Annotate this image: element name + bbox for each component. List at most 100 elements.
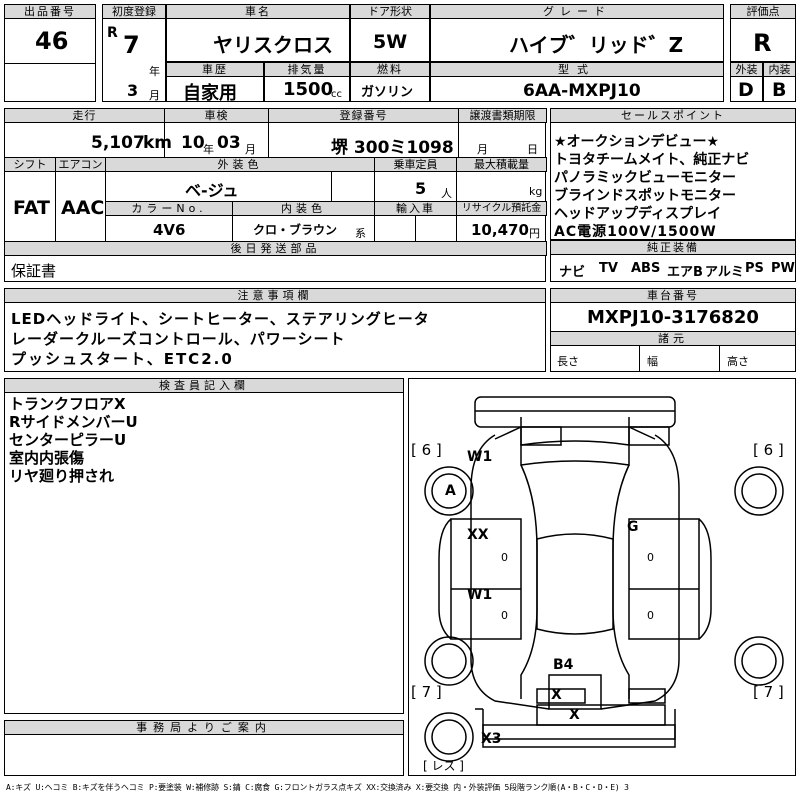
spare-tire: [ レス ] <box>423 759 464 773</box>
notes-line: LEDヘッドライト、シートヒーター、ステアリングヒータ <box>11 310 430 328</box>
damage-mark: W1 <box>467 587 493 603</box>
inspection-year: 10 <box>181 133 205 153</box>
first-reg-era: R <box>107 25 118 41</box>
fuel: ガソリン <box>361 85 414 100</box>
payload-label: 最大積載量 <box>456 157 547 172</box>
notes-line: レーダークルーズコントロール、パワーシート <box>11 330 346 348</box>
lot-number: 46 <box>35 27 69 55</box>
equip-box: 純正装備 ナビ TV ABS エアB アルミ PS PW <box>550 240 796 282</box>
ext-label: 外装 <box>731 63 762 77</box>
seats-unit: 人 <box>441 187 452 200</box>
model-box: 型式 6AA-MXPJ10 <box>430 62 724 102</box>
office-label: 事務局よりご案内 <box>5 721 403 735</box>
car-name: ヤリスクロス <box>213 33 333 57</box>
damage-mark: 0 <box>501 609 508 622</box>
equip-item: エアB <box>667 265 703 280</box>
lot-label: 出品番号 <box>5 5 95 19</box>
inspector-box: 検査員記入欄 トランクフロアX RサイドメンバーU センターピラーU 室内内張傷… <box>4 378 404 714</box>
mileage: 5,107 <box>91 133 145 153</box>
notes-line: プッシュスタート、ETC2.0 <box>11 350 234 368</box>
transfer-month-unit: 月 <box>477 143 488 156</box>
sales-line: トヨタチームメイト、純正ナビ <box>554 152 750 168</box>
history-label: 車歴 <box>167 63 263 77</box>
office-box: 事務局よりご案内 <box>4 720 404 776</box>
inspector-line: RサイドメンバーU <box>9 413 138 431</box>
sales-label: セールスポイント <box>551 109 795 123</box>
equip-item: ABS <box>631 261 661 276</box>
equip-item: TV <box>599 261 618 276</box>
chassis-box: 車台番号 MXPJ10-3176820 諸元 長さ 幅 高さ <box>550 288 796 372</box>
color: ベ-ジュ <box>185 181 239 200</box>
transfer-day-unit: 日 <box>527 143 538 156</box>
mileage-label: 走行 <box>4 108 165 123</box>
door-type: 5W <box>373 31 408 53</box>
damage-mark: A <box>445 483 456 499</box>
cc-unit: cc <box>331 89 342 100</box>
sales-line: ブラインドスポットモニター <box>554 188 736 204</box>
damage-mark: X <box>551 687 562 703</box>
damage-mark: X <box>569 707 580 723</box>
ac: AAC <box>61 197 105 219</box>
inspection-month: 03 <box>217 133 241 153</box>
damage-mark: W1 <box>467 449 493 465</box>
grade-label: グレード <box>431 5 723 19</box>
spec-height: 高さ <box>727 355 749 368</box>
equip-item: ナビ <box>559 265 586 280</box>
door-box: ドア形状 5W <box>350 4 430 62</box>
inspection-year-unit: 年 <box>203 143 214 156</box>
first-reg-month-unit: 月 <box>149 89 160 102</box>
mileage-unit: km <box>143 133 173 153</box>
recycle-label: リサイクル預託金 <box>456 201 547 216</box>
later-parts-label: 後日発送部品 <box>4 241 547 256</box>
recycle: 10,470 <box>471 221 529 239</box>
sales-line: パノラミックビューモニター <box>554 170 736 186</box>
tread-front-left: [ 6 ] <box>411 441 442 459</box>
car-outline <box>424 396 784 762</box>
ext-box: 外装 D <box>730 62 763 102</box>
cc-label: 排気量 <box>265 63 349 77</box>
notes-box: 注意事項欄 LEDヘッドライト、シートヒーター、ステアリングヒータ レーダークル… <box>4 288 546 372</box>
spec-label: 諸元 <box>550 331 796 346</box>
plate: 堺 300ミ1098 <box>331 138 454 158</box>
first-reg-year-unit: 年 <box>149 65 160 78</box>
tread-rear-left: [ 7 ] <box>411 683 442 701</box>
inspection-month-unit: 月 <box>245 143 256 156</box>
spec-width: 幅 <box>647 355 658 368</box>
notes-label: 注意事項欄 <box>5 289 545 303</box>
payload-unit: kg <box>529 185 543 198</box>
model-label: 型式 <box>431 63 723 77</box>
fuel-label: 燃料 <box>351 63 429 77</box>
inspection-label: 車検 <box>164 108 269 123</box>
color-label: 外装色 <box>105 157 375 172</box>
car-diagram: [ 6 ] [ 6 ] [ 7 ] [ 7 ] [ レス ] W1 A G XX… <box>408 378 796 776</box>
plate-label: 登録番号 <box>268 108 459 123</box>
damage-mark: 0 <box>501 551 508 564</box>
car-name-label: 車名 <box>167 5 349 19</box>
history: 自家用 <box>183 83 237 104</box>
chassis-number: MXPJ10-3176820 <box>587 307 759 328</box>
inspector-label: 検査員記入欄 <box>5 379 403 393</box>
fuel-box: 燃料 ガソリン <box>350 62 430 102</box>
sales-line: AC電源100V/1500W <box>554 224 717 240</box>
int-label: 内装 <box>764 63 795 77</box>
inspector-line: リヤ廻り押され <box>9 467 115 485</box>
ac-label: エアコン <box>55 157 106 172</box>
first-reg-label: 初度登録 <box>103 5 165 19</box>
damage-mark: XX <box>467 527 489 543</box>
colorno-label: カラーNo. <box>105 201 233 216</box>
later-parts: 保証書 <box>11 262 57 280</box>
score-label: 評価点 <box>731 5 795 19</box>
grade-box: グレード ハイブ゛リッド゛Z <box>430 4 724 62</box>
shift-label: シフト <box>4 157 56 172</box>
damage-mark: B4 <box>553 657 574 673</box>
cc-box: 排気量 1500 cc <box>264 62 350 102</box>
spec-block: 走行 5,107 km 車検 10 年 03 月 登録番号 堺 300ミ1098… <box>4 108 547 282</box>
ext-grade: D <box>738 79 754 101</box>
legend: A:キズ U:ヘコミ B:キズを伴うヘコミ P:要塗装 W:補修跡 S:錆 C:… <box>6 783 629 792</box>
intcolor-unit: 系 <box>355 227 366 240</box>
cc: 1500 <box>283 79 334 100</box>
damage-mark: 0 <box>647 609 654 622</box>
import-label: 輸入車 <box>374 201 457 216</box>
equip-label: 純正装備 <box>551 241 795 255</box>
damage-mark: G <box>627 519 639 535</box>
